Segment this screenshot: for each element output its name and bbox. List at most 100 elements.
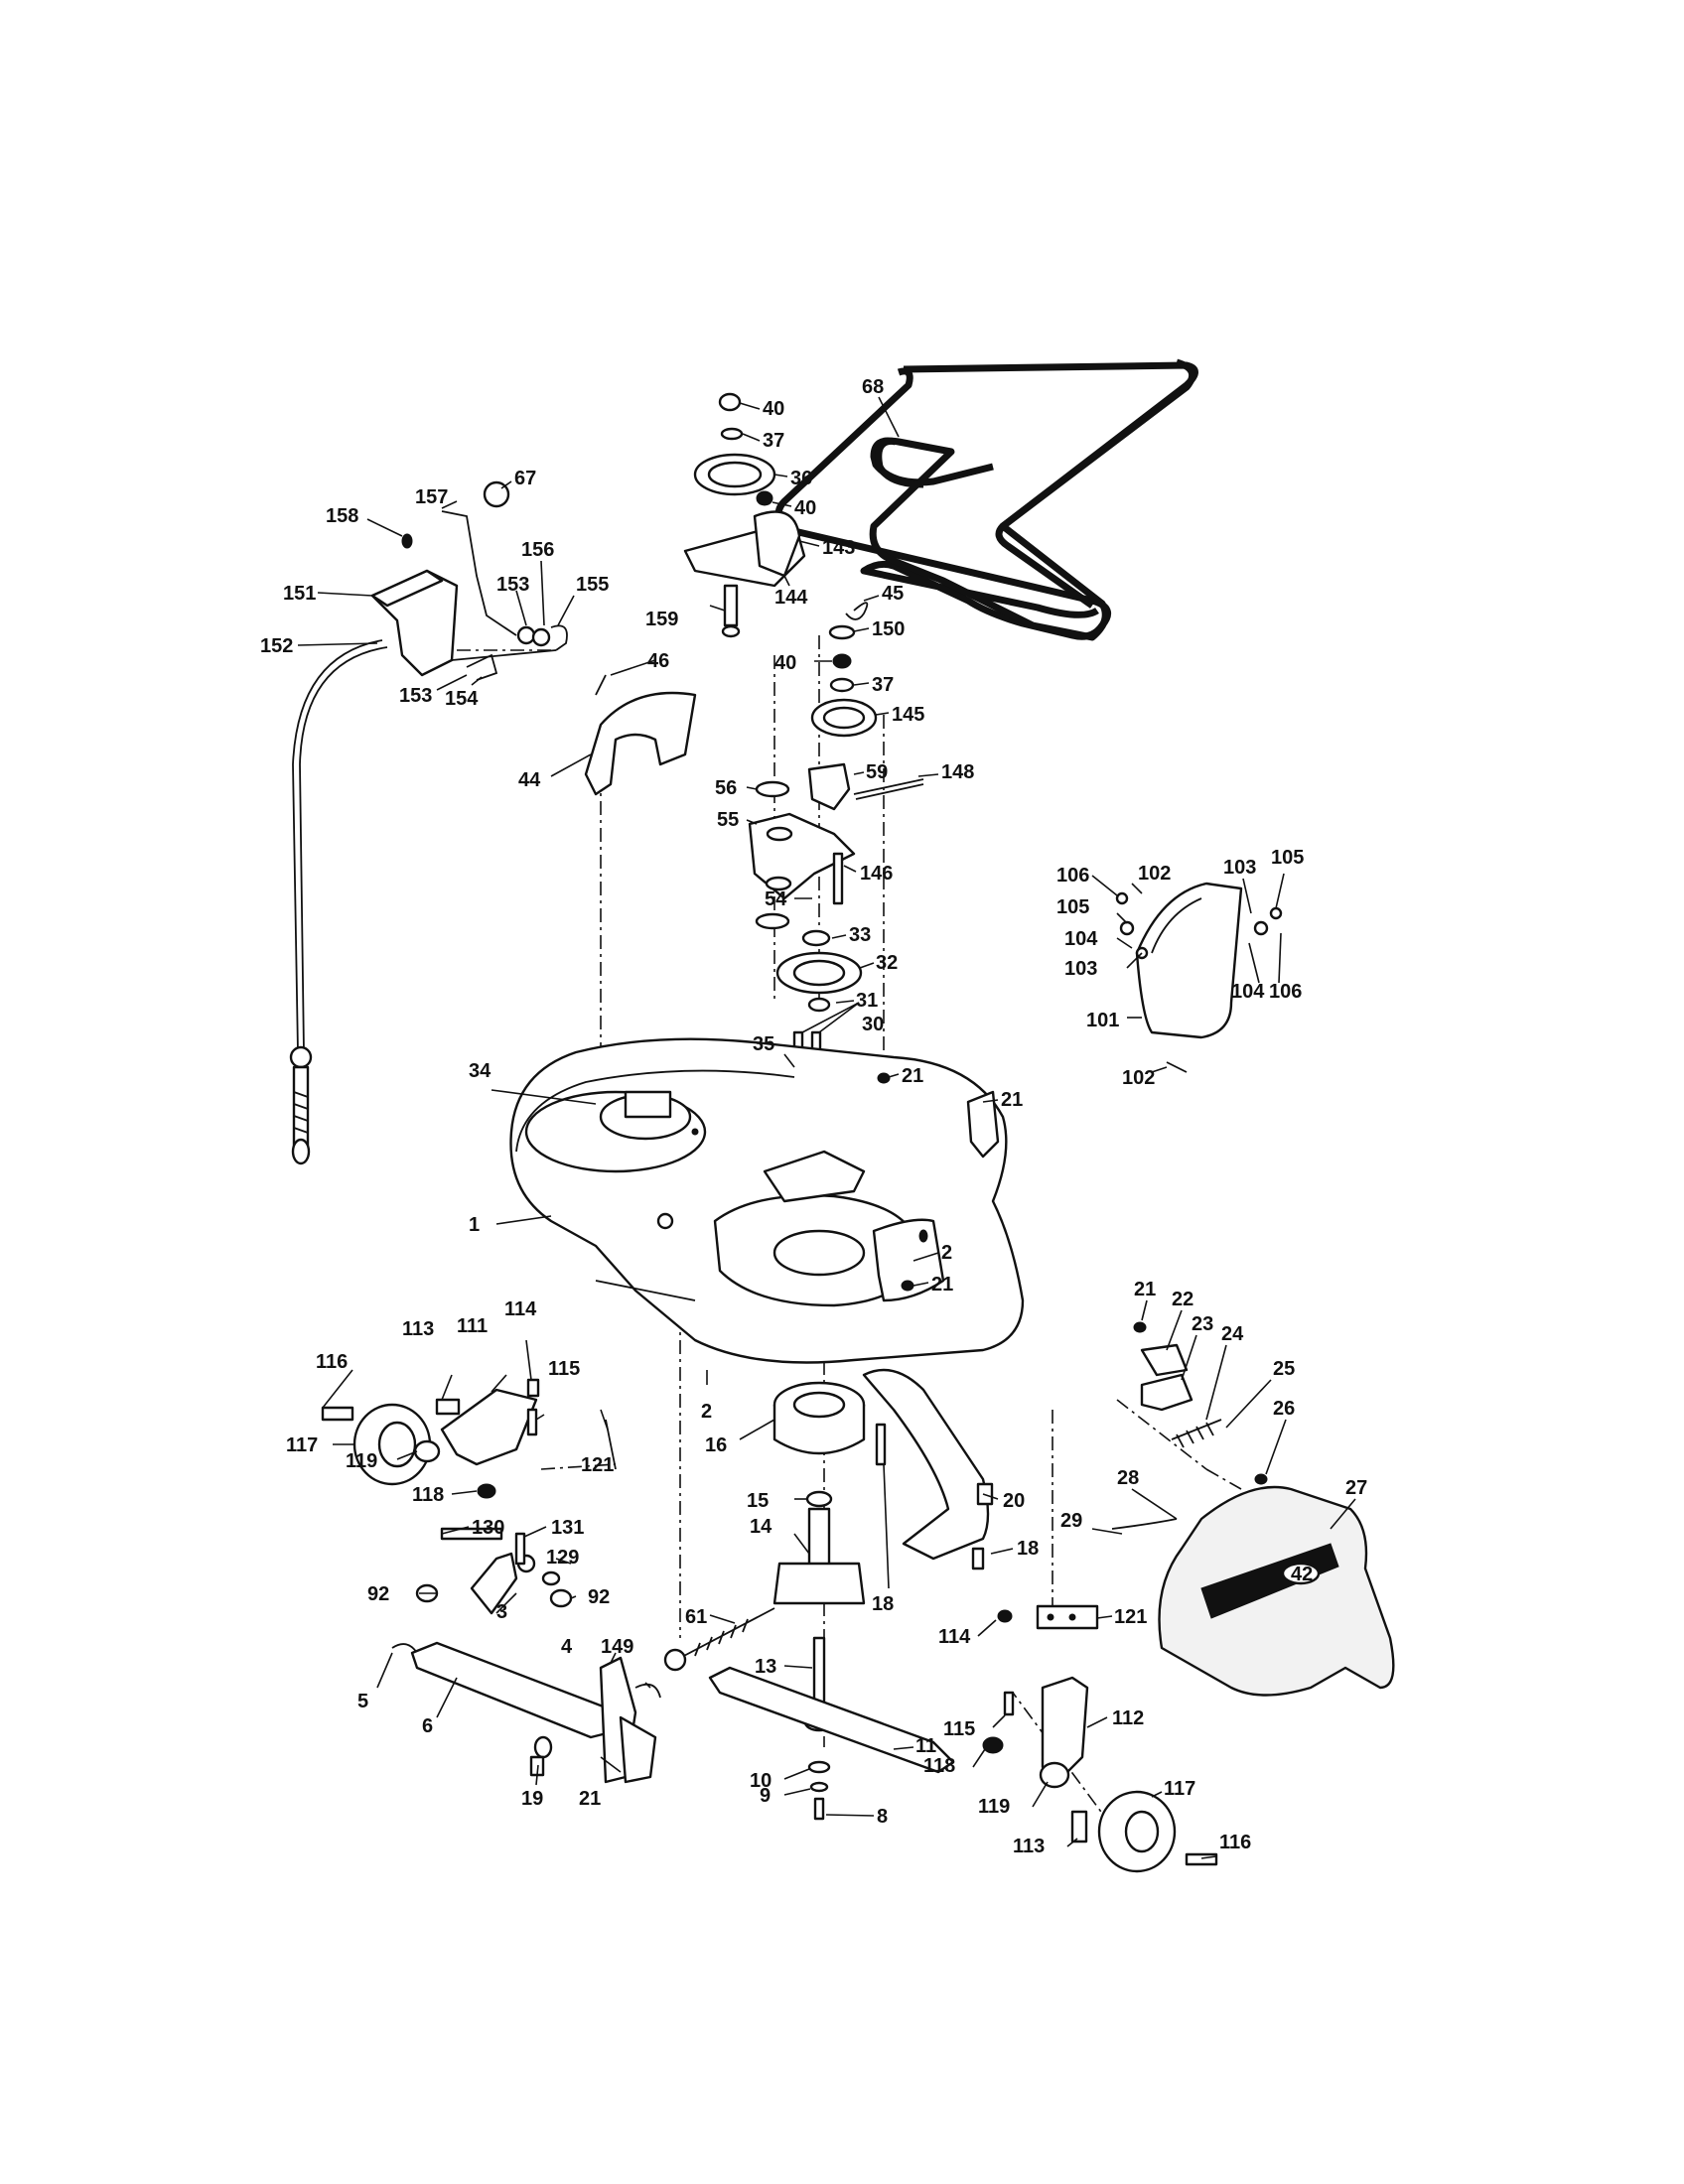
callout-131: 131 [551,1517,584,1539]
callout-159: 159 [645,609,678,630]
callout-92: 92 [367,1583,389,1605]
callout-104: 104 [1231,981,1265,1003]
callout-labels: 68 40 37 36 40 143 144 159 45 150 40 37 … [260,376,1367,1857]
callout-106: 106 [1056,865,1089,887]
callout-40: 40 [794,497,816,519]
chute-deflector-assembly [1115,882,1283,1073]
callout-106: 106 [1269,981,1302,1003]
callout-56: 56 [715,777,737,799]
callout-10: 10 [750,1770,772,1792]
callout-13: 13 [755,1656,776,1678]
callout-8: 8 [877,1806,888,1828]
callout-152: 152 [260,635,293,657]
callout-155: 155 [576,574,609,596]
callout-113: 113 [402,1318,434,1340]
callout-151: 151 [283,583,316,605]
callout-21: 21 [1134,1279,1156,1300]
callout-145: 145 [892,704,924,726]
callout-5: 5 [357,1691,368,1712]
callout-118: 118 [412,1484,444,1506]
callout-6: 6 [422,1715,433,1737]
callout-130: 130 [472,1517,504,1539]
callout-22: 22 [1172,1289,1193,1310]
callout-21: 21 [1001,1089,1023,1111]
callout-32: 32 [876,952,898,974]
callout-21: 21 [931,1274,953,1296]
callout-40: 40 [763,398,784,420]
callout-11: 11 [915,1735,936,1757]
callout-102: 102 [1138,863,1171,885]
callout-119: 119 [978,1796,1010,1818]
callout-15: 15 [747,1490,769,1512]
v-belt [774,358,1198,641]
callout-45: 45 [882,583,904,605]
deck-size-badge: 42 [1291,1564,1313,1585]
idler-pulley-top-assembly [683,392,806,638]
callout-153: 153 [496,574,529,596]
engagement-lever-assembly [370,480,568,681]
callout-59: 59 [866,761,888,783]
callout-117: 117 [1164,1778,1195,1800]
deck-hanger-brackets [877,1072,1000,1292]
chute-mount-assembly [1111,1321,1268,1530]
callout-118: 118 [923,1755,955,1777]
callout-27: 27 [1345,1477,1367,1499]
callout-143: 143 [822,537,855,559]
callout-121: 121 [1114,1606,1147,1628]
callout-21: 21 [579,1788,601,1810]
mower-blade [708,1666,955,1821]
callout-36: 36 [790,468,812,489]
callout-148: 148 [941,761,974,783]
callout-67: 67 [514,468,536,489]
callout-115: 115 [943,1718,975,1740]
callout-4: 4 [561,1636,573,1658]
baffle [862,1368,994,1570]
callout-114: 114 [504,1298,537,1320]
callout-61: 61 [685,1606,707,1628]
belt-guard [584,674,697,796]
callout-21: 21 [902,1065,923,1087]
callout-46: 46 [647,650,669,672]
discharge-chute: 42 [1158,1485,1395,1697]
callout-37: 37 [872,674,894,696]
callout-25: 25 [1273,1358,1295,1380]
callout-103: 103 [1223,857,1256,879]
callout-9: 9 [760,1785,771,1807]
callout-54: 54 [765,888,787,910]
callout-104: 104 [1064,928,1098,950]
callout-154: 154 [445,688,479,710]
right-gauge-wheel-assembly [982,1604,1218,1873]
callout-30: 30 [862,1014,884,1035]
leader-lines [297,396,1356,1859]
callout-26: 26 [1273,1398,1295,1420]
callout-144: 144 [774,587,808,609]
callout-121: 121 [581,1454,614,1476]
callout-35: 35 [753,1033,774,1055]
callout-116: 116 [1219,1832,1251,1853]
callout-1: 1 [469,1214,480,1236]
callout-114: 114 [938,1626,971,1648]
callout-153: 153 [399,685,432,707]
callout-146: 146 [860,863,893,885]
callout-156: 156 [521,539,554,561]
callout-19: 19 [521,1788,543,1810]
mower-deck-housing [509,1037,1025,1364]
callout-24: 24 [1221,1323,1244,1345]
callout-31: 31 [856,990,878,1012]
callout-150: 150 [872,618,905,640]
callout-3: 3 [496,1601,507,1623]
deck-lift-linkage [391,1527,661,1784]
callout-68: 68 [862,376,884,398]
callout-28: 28 [1117,1467,1139,1489]
callout-112: 112 [1112,1707,1144,1729]
callout-2: 2 [941,1242,952,1264]
callout-16: 16 [705,1434,727,1456]
callout-116: 116 [316,1351,348,1373]
callout-113: 113 [1013,1836,1045,1857]
callout-102: 102 [1122,1067,1155,1089]
callout-37: 37 [763,430,784,452]
callout-18: 18 [872,1593,894,1615]
callout-157: 157 [415,486,448,508]
callout-117: 117 [286,1434,318,1456]
